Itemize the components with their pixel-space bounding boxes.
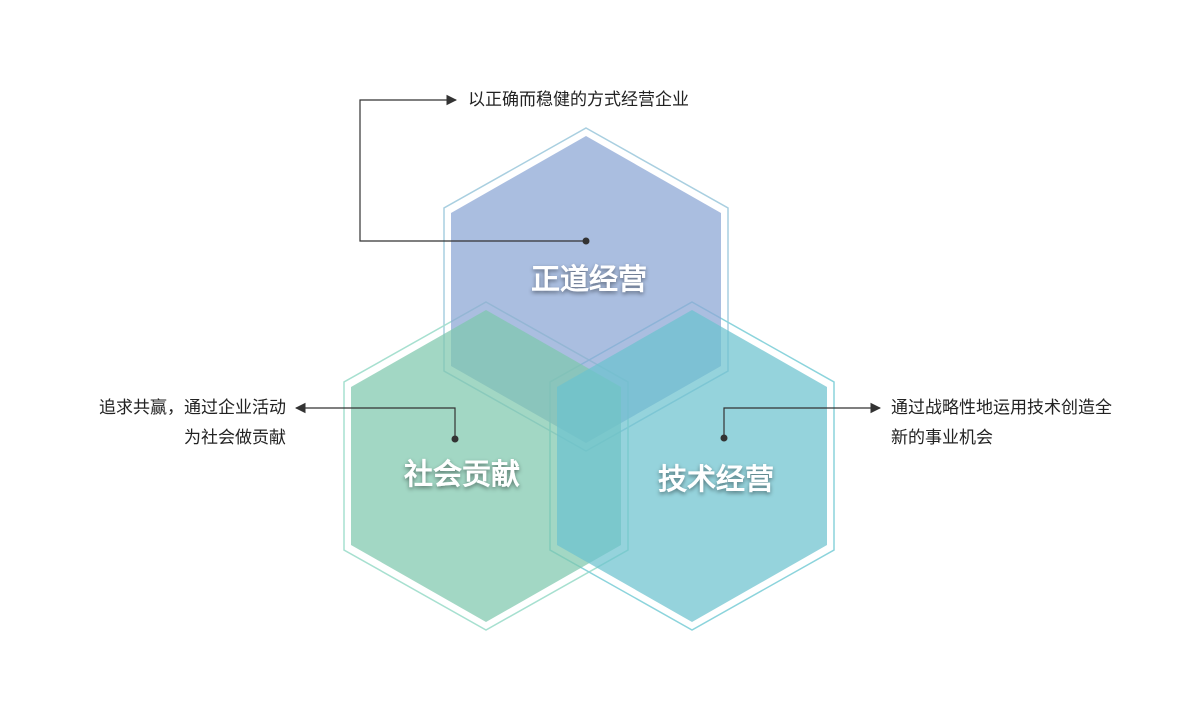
left-connector-dot <box>451 435 459 443</box>
right-description: 通过战略性地运用技术创造全 新的事业机会 <box>891 393 1112 453</box>
top-connector-line <box>359 94 586 242</box>
left-hexagon-title: 社会贡献 <box>404 457 520 491</box>
left-connector-line <box>294 402 456 439</box>
top-hexagon-title: 正道经营 <box>531 262 647 296</box>
right-hexagon <box>557 310 827 622</box>
right-connector-line <box>723 402 882 438</box>
left-hexagon <box>351 310 621 622</box>
right-description-line-2: 新的事业机会 <box>891 428 993 448</box>
right-hexagon-title: 技术经营 <box>658 462 774 496</box>
top-connector-dot <box>582 237 590 245</box>
top-description: 以正确而稳健的方式经营企业 <box>468 90 689 110</box>
left-description: 追求共赢，通过企业活动 为社会做贡献 <box>99 393 286 453</box>
left-description-line-2: 为社会做贡献 <box>184 428 286 448</box>
right-connector-dot <box>720 434 728 442</box>
right-description-line-1: 通过战略性地运用技术创造全 <box>891 398 1112 418</box>
left-description-line-1: 追求共赢，通过企业活动 <box>99 398 286 418</box>
